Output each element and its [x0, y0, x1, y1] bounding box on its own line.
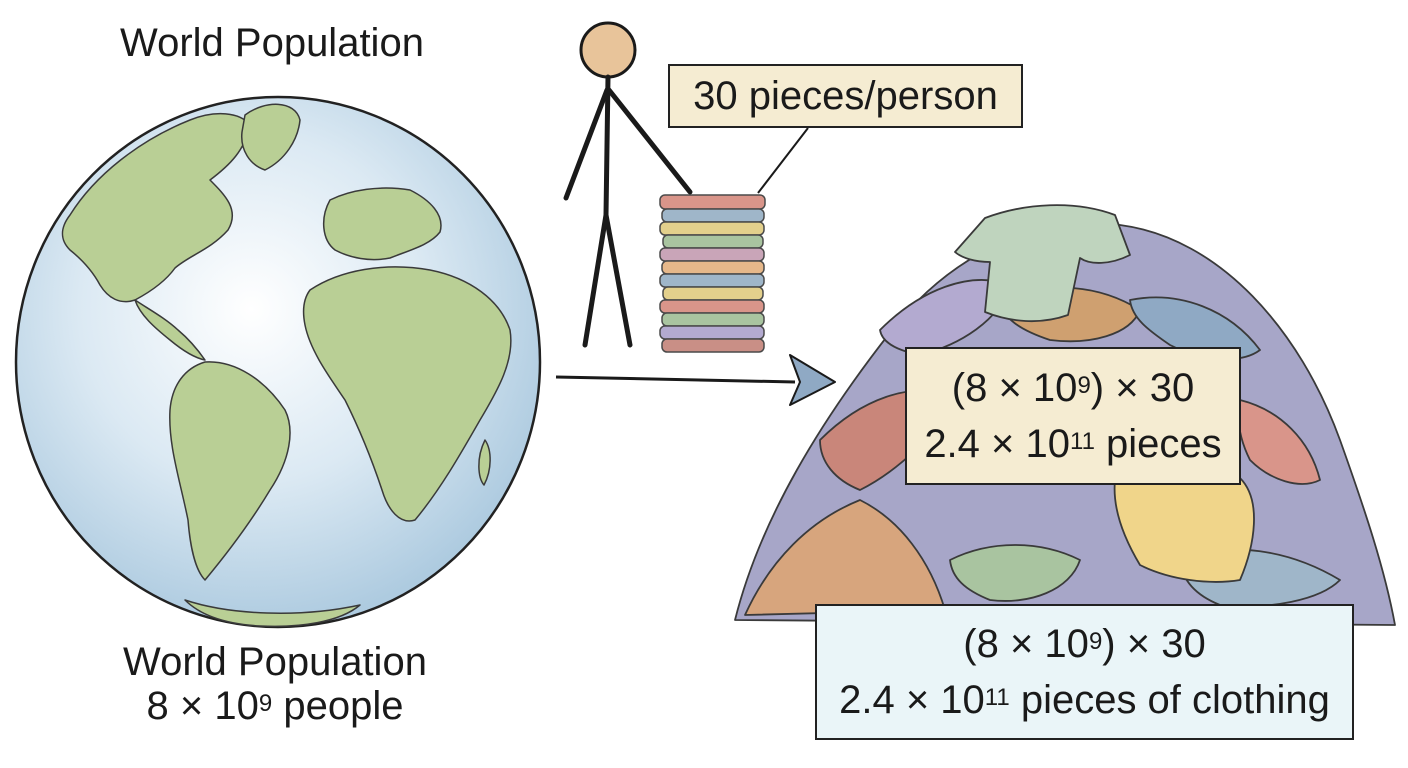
bottom-caption: World Population 8 × 109 people [40, 640, 510, 728]
greenland [241, 103, 301, 171]
north-america [61, 112, 251, 303]
middle-line-2: 2.4 × 1011 pieces [907, 416, 1239, 472]
middle-line-2-exponent: 11 [1070, 428, 1095, 455]
caption-line-2: 8 × 109 people [40, 684, 510, 728]
result-line-1: (8 × 109) × 30 [817, 616, 1352, 672]
middle-line-2-suffix: pieces [1094, 422, 1222, 466]
caption-line-2-prefix: 8 × 10 [146, 684, 259, 728]
middle-line-2-prefix: 2.4 × 10 [924, 422, 1070, 466]
top-title: World Population [120, 21, 424, 65]
stick-figure [563, 21, 693, 348]
antarctica [184, 599, 361, 628]
madagascar [478, 439, 491, 486]
middle-line-1: (8 × 109) × 30 [907, 360, 1239, 416]
middle-line-1-prefix: (8 × 10 [951, 366, 1078, 410]
per-person-box: 30 pieces/person [668, 64, 1023, 128]
result-line-1-prefix: (8 × 10 [963, 622, 1089, 666]
globe [14, 95, 542, 629]
result-line-2-exponent: 11 [984, 684, 1010, 711]
result-line-2-prefix: 2.4 × 10 [839, 678, 985, 722]
africa [302, 266, 512, 522]
europe [323, 187, 442, 261]
callout-leader [757, 127, 809, 194]
result-line-1-suffix: ) × 30 [1102, 622, 1206, 666]
result-line-2-suffix: pieces of clothing [1009, 678, 1330, 722]
continents [61, 103, 512, 628]
result-line-2: 2.4 × 1011 pieces of clothing [817, 672, 1352, 728]
middle-calculation-box: (8 × 109) × 30 2.4 × 1011 pieces [905, 347, 1241, 485]
middle-line-1-exponent: 9 [1077, 372, 1091, 399]
right-arrow [555, 354, 836, 406]
per-person-text: 30 pieces/person [693, 74, 998, 118]
south-america [169, 361, 291, 581]
central-america [134, 299, 206, 361]
result-box: (8 × 109) × 30 2.4 × 1011 pieces of clot… [815, 604, 1354, 740]
result-line-1-exponent: 9 [1088, 628, 1103, 655]
caption-line-2-exponent: 9 [258, 690, 273, 717]
middle-line-1-suffix: ) × 30 [1090, 366, 1195, 410]
clothes-stack [659, 194, 766, 353]
caption-line-2-suffix: people [272, 684, 404, 728]
caption-line-1: World Population [123, 640, 427, 684]
